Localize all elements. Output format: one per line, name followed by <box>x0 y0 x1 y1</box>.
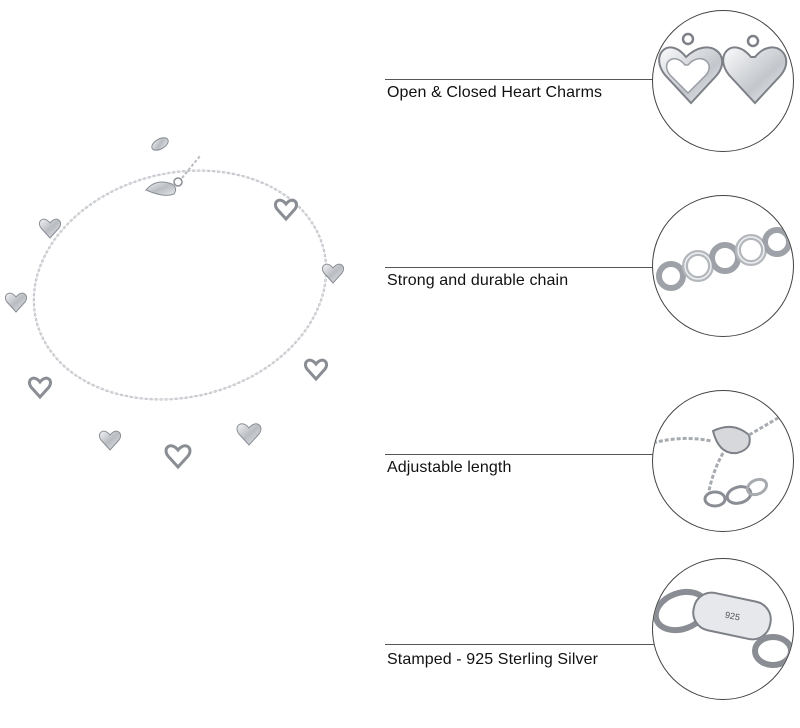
rolo-chain-closeup-icon <box>652 195 794 337</box>
feature-row-chain: Strong and durable chain <box>385 195 800 365</box>
feature-row-adjustable: Adjustable length <box>385 390 800 560</box>
leader-line <box>385 454 655 455</box>
leader-line <box>385 79 655 80</box>
feature-row-heart-charms: Open & Closed Heart Charms <box>385 10 800 180</box>
feature-label: Strong and durable chain <box>387 272 569 289</box>
lobster-clasp-extender-closeup-icon <box>652 390 794 532</box>
leader-line <box>385 644 655 645</box>
feature-row-stamp: Stamped - 925 Sterling Silver 925 <box>385 558 800 728</box>
leader-line <box>385 267 655 268</box>
feature-label: Stamped - 925 Sterling Silver <box>387 651 599 668</box>
feature-label: Open & Closed Heart Charms <box>387 84 603 101</box>
feature-label: Adjustable length <box>387 459 512 476</box>
heart-charms-closeup-icon <box>652 10 794 152</box>
stamped-tag-closeup-icon: 925 <box>652 558 794 700</box>
stamp-text: 925 <box>724 610 741 623</box>
bracelet-image <box>4 137 345 470</box>
